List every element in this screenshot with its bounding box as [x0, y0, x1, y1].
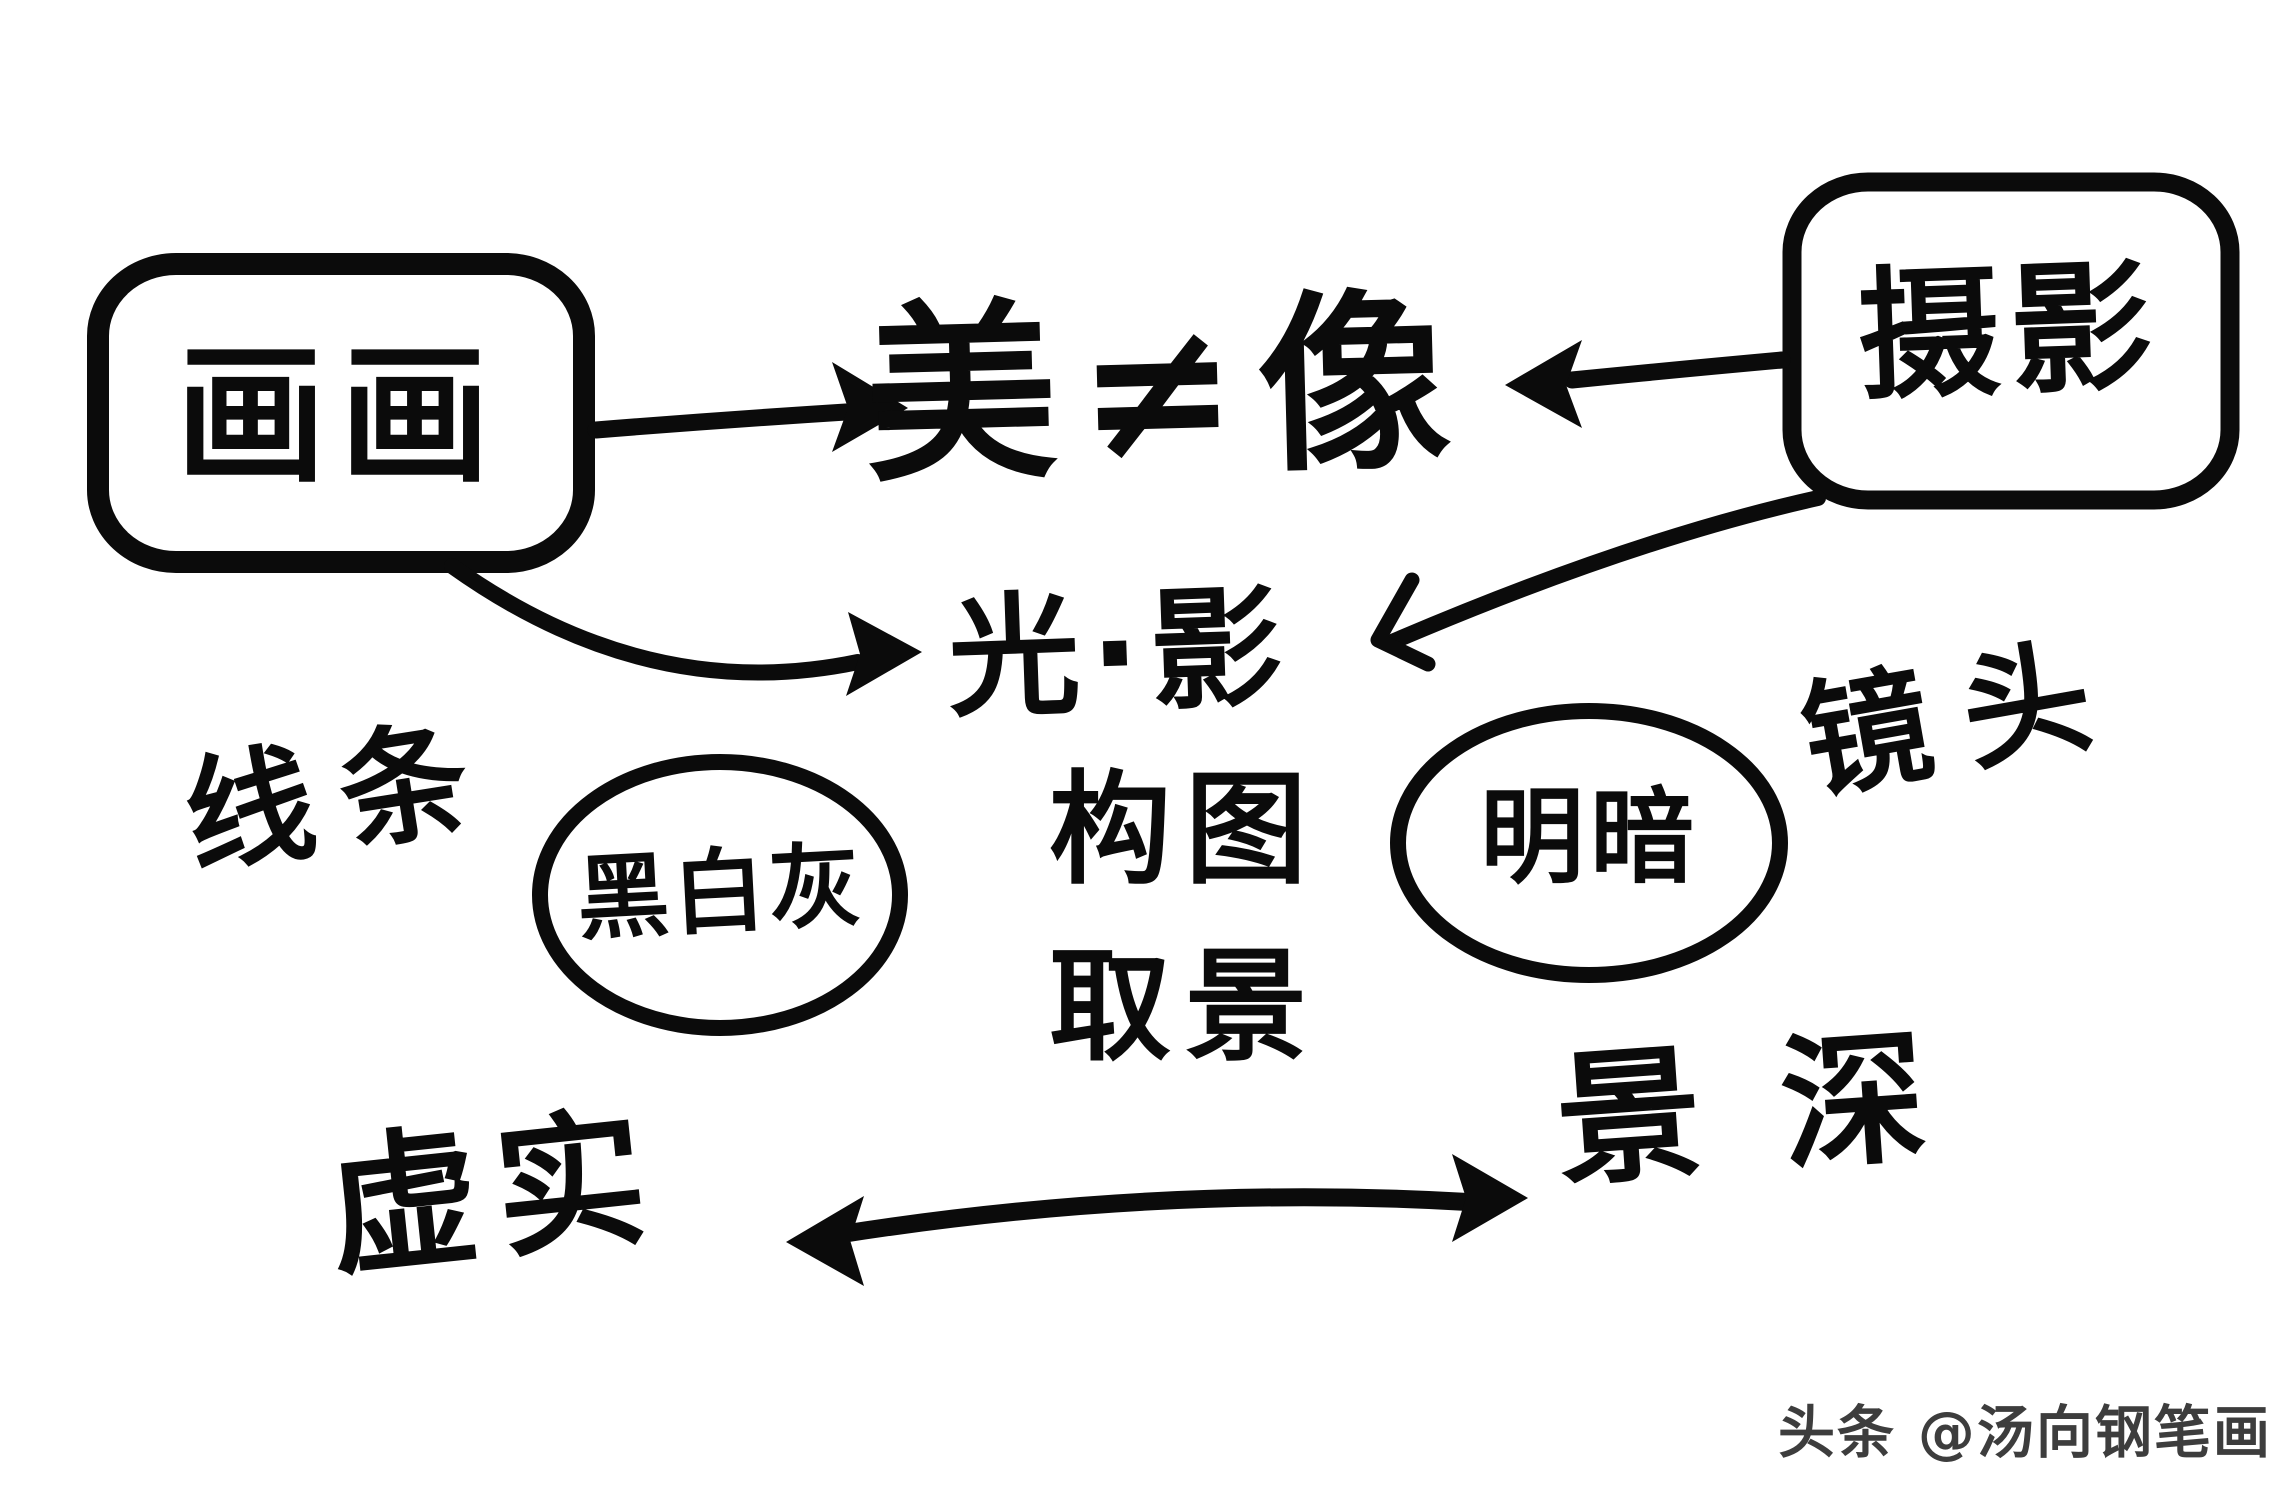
double-arrow-right-head: [1452, 1154, 1528, 1242]
painting-box-outline: [87, 253, 595, 573]
composition-label: 构图: [1049, 759, 1321, 901]
arrow-painting-to-light: [444, 558, 866, 681]
contrast-ellipse-outline: [1390, 703, 1788, 983]
arrow-photography-to-light: [1384, 490, 1826, 650]
composition-framing-block: 构图 取景: [985, 742, 1385, 1096]
double-arrow-left-head: [786, 1196, 864, 1286]
arrow-photography-to-title-head: [1505, 340, 1582, 428]
framing-label: 取景: [1049, 935, 1321, 1078]
arrow-photography-to-title: [1563, 351, 1791, 389]
photography-node-label: 摄影: [1855, 244, 2165, 421]
double-arrow-blur-dof: [833, 1188, 1477, 1243]
black-white-gray-label: 黑白灰: [574, 831, 868, 954]
arrow-painting-to-title: [587, 403, 855, 439]
arrow-painting-to-light-head: [846, 612, 922, 696]
light-shadow-label: 光·影: [945, 571, 1295, 737]
blur-solid-label: 虚实: [319, 1089, 673, 1299]
watermark-text: 头条 @汤向钢笔画: [1778, 1400, 2272, 1466]
arrow-painting-to-title-head: [832, 362, 908, 452]
contrast-label: 明暗: [1479, 776, 1700, 898]
photography-box-outline: [1782, 172, 2240, 510]
painting-node-label: 画画: [175, 330, 504, 504]
arrow-photography-to-light-head: [1370, 572, 1436, 672]
main-title: 美≠像: [862, 271, 1473, 510]
depth-of-field-label: 景深: [1550, 1007, 2012, 1208]
black-white-gray-ellipse-outline: [532, 754, 908, 1036]
